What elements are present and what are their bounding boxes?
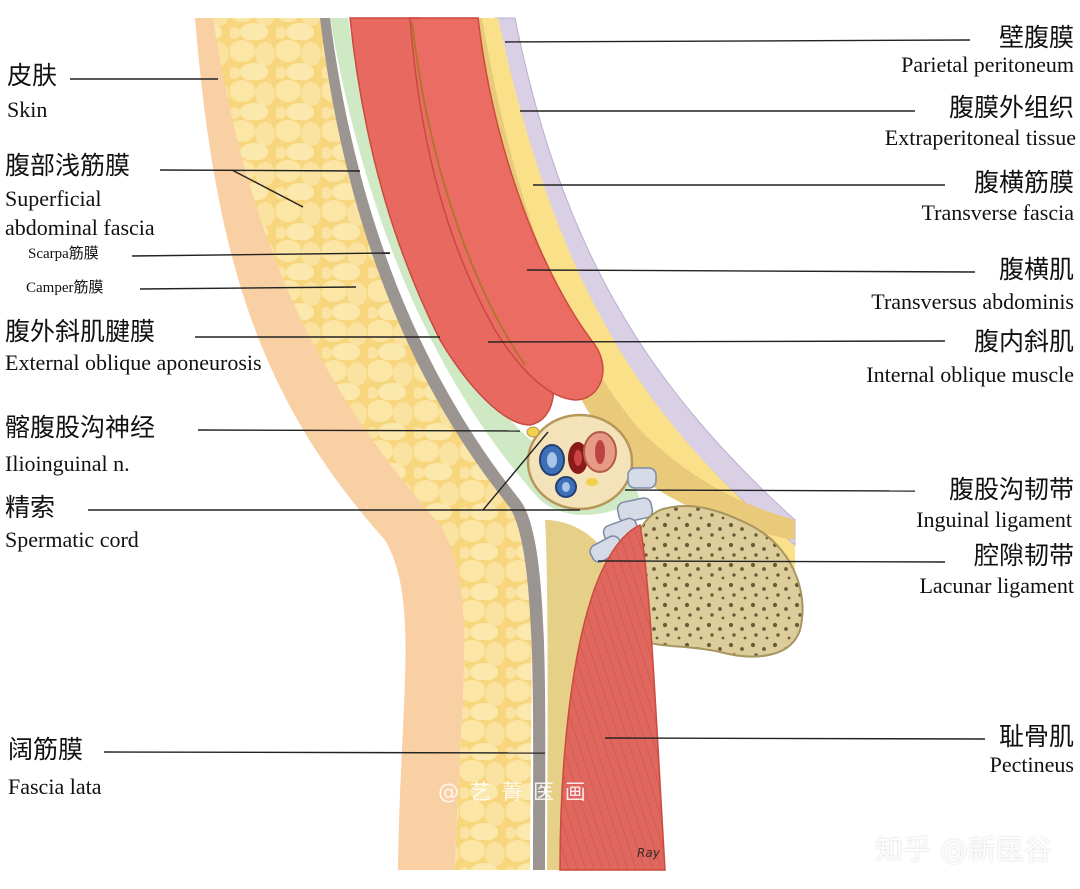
label-parietal-peritoneum-cn: 壁腹膜 <box>998 23 1074 52</box>
label-external-oblique-cn: 腹外斜肌腱膜 <box>5 317 156 346</box>
label-external-oblique-en: External oblique aponeurosis <box>5 350 262 375</box>
label-superficial-fascia-en-2: abdominal fascia <box>5 215 155 240</box>
label-transverse-fascia-cn: 腹横筋膜 <box>973 168 1074 197</box>
label-lacunar-ligament-cn: 腔隙韧带 <box>973 541 1074 570</box>
label-superficial-fascia-en-1: Superficial <box>5 186 102 211</box>
label-inguinal-ligament-cn: 腹股沟韧带 <box>948 475 1074 504</box>
skin-shape <box>195 18 465 870</box>
label-ilioinguinal-nerve-en: Ilioinguinal n. <box>5 451 130 476</box>
artist-watermark: @ 艺 菁 医 画 <box>438 780 588 804</box>
muscle-septum-line <box>411 21 526 366</box>
ilioinguinal-nerve-shape <box>526 426 540 438</box>
artist-signature: Ray <box>637 846 660 860</box>
label-camper-fascia: Camper筋膜 <box>26 280 104 296</box>
label-superficial-fascia-cn: 腹部浅筋膜 <box>5 151 131 180</box>
label-spermatic-cord-cn: 精索 <box>5 493 56 522</box>
label-fascia-lata-en: Fascia lata <box>8 774 102 799</box>
label-pectineus-cn: 耻骨肌 <box>998 722 1074 751</box>
spermatic-cord-shape <box>526 413 634 511</box>
label-extraperitoneal-tissue-en: Extraperitoneal tissue <box>884 125 1076 150</box>
label-skin-en: Skin <box>7 97 48 122</box>
fascia-grey-shape <box>320 18 546 870</box>
label-transversus-abdominis-en: Transversus abdominis <box>871 289 1074 314</box>
label-transverse-fascia-en: Transverse fascia <box>921 200 1074 225</box>
label-internal-oblique-en: Internal oblique muscle <box>866 362 1074 387</box>
label-lacunar-ligament-en: Lacunar ligament <box>919 573 1074 598</box>
label-fascia-lata-cn: 阔筋膜 <box>8 735 84 764</box>
label-skin-cn: 皮肤 <box>7 61 58 90</box>
label-transversus-abdominis-cn: 腹横肌 <box>998 255 1074 284</box>
label-extraperitoneal-tissue-cn: 腹膜外组织 <box>948 93 1074 122</box>
label-parietal-peritoneum-en: Parietal peritoneum <box>901 52 1074 77</box>
pectineus-shape <box>559 523 666 871</box>
leader-lines <box>70 39 986 754</box>
label-internal-oblique-cn: 腹内斜肌 <box>973 327 1074 356</box>
label-pectineus-en: Pectineus <box>989 752 1074 777</box>
fascia-lata-shape <box>545 520 610 870</box>
platform-watermark: 知乎 @新医谷 <box>875 833 1052 866</box>
label-spermatic-cord-en: Spermatic cord <box>5 527 139 552</box>
label-inguinal-ligament-en: Inguinal ligament <box>916 507 1072 532</box>
aponeurosis-green-shape <box>330 18 640 515</box>
label-scarpa-fascia: Scarpa筋膜 <box>28 246 99 262</box>
label-ilioinguinal-nerve-cn: 髂腹股沟神经 <box>5 413 156 442</box>
transversus-abdominis-shape <box>409 17 604 401</box>
fat-layer-shape <box>213 18 532 870</box>
